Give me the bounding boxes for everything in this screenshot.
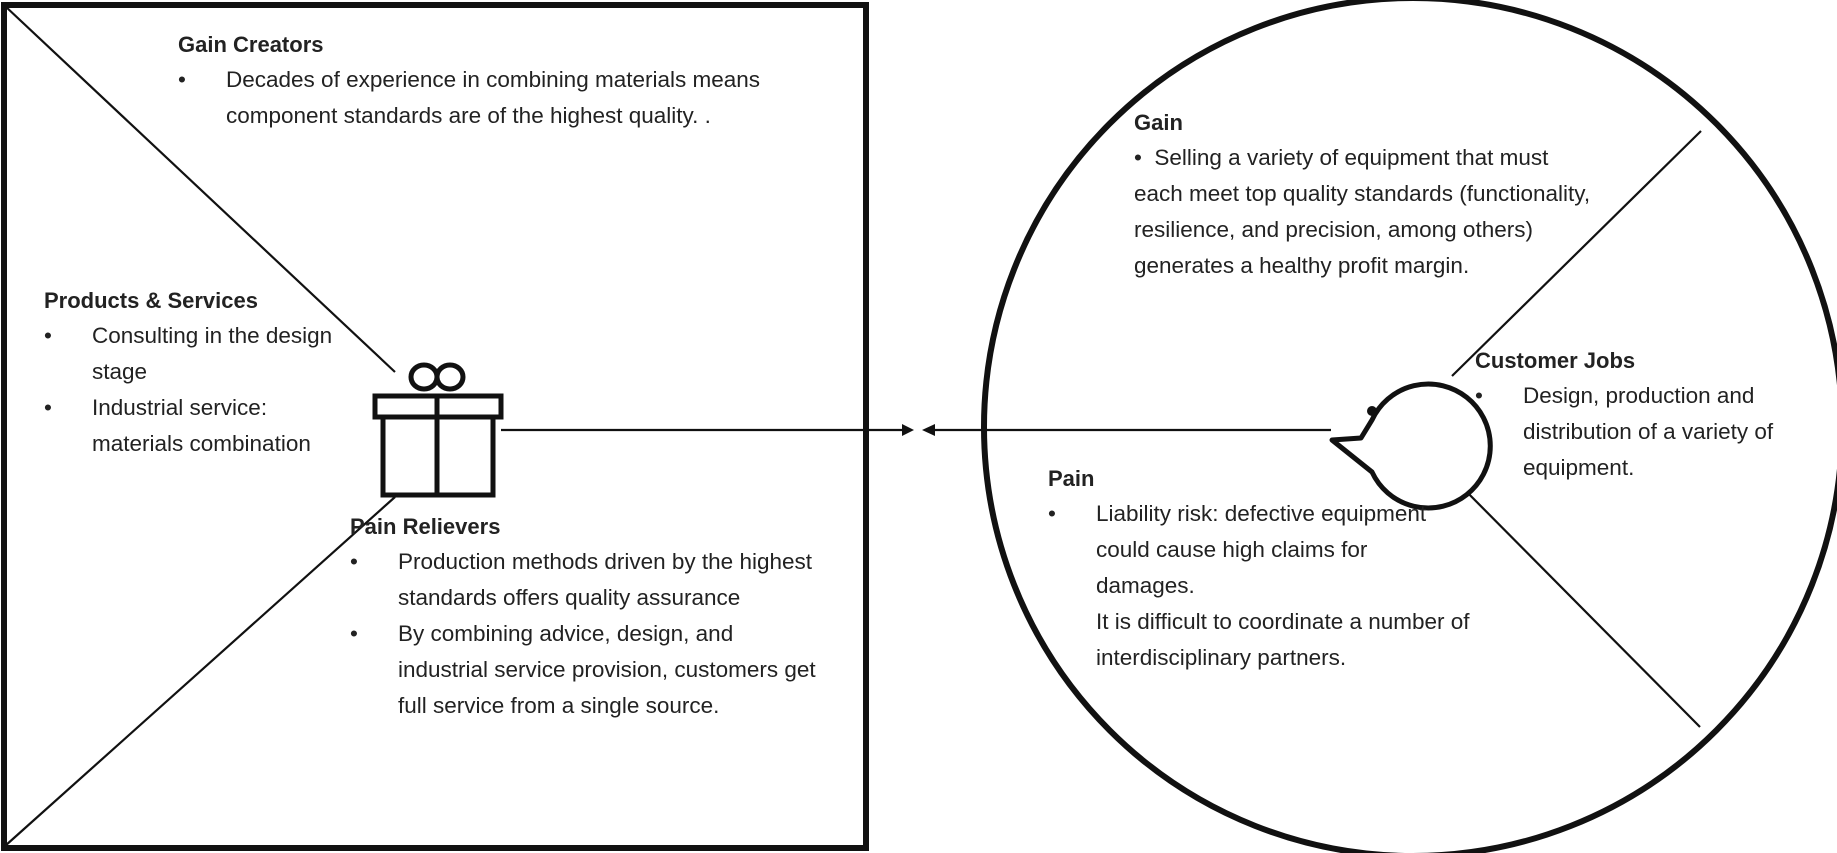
pain-relievers-title: Pain Relievers [350,514,501,539]
customer-jobs-section: Customer Jobs Design, production and dis… [1475,344,1815,486]
gift-icon [372,362,504,498]
gain-section: Gain Selling a variety of equipment that… [1134,106,1594,284]
customer-profile-circle [981,0,1837,853]
customer-jobs-list: Design, production and distribution of a… [1475,378,1815,486]
pain-list: Liability risk: defective equipment coul… [1048,496,1568,604]
value-map-frame [1,2,869,851]
products-services-section: Products & Services Consulting in the de… [44,284,334,462]
list-item: Selling a variety of equipment that must… [1134,140,1594,284]
pain-relievers-section: Pain Relievers Production methods driven… [350,510,820,724]
gain-creators-list: Decades of experience in combining mater… [178,62,838,134]
value-map-divider-bottom [4,496,396,847]
list-item: Decades of experience in combining mater… [178,62,838,134]
gain-creators-title: Gain Creators [178,32,324,57]
list-item: By combining advice, design, and industr… [350,616,820,724]
list-item: Production methods driven by the highest… [350,544,820,616]
pain-relievers-list: Production methods driven by the highest… [350,544,820,724]
products-services-list: Consulting in the design stage Industria… [44,318,334,462]
pain-title: Pain [1048,466,1095,491]
list-item: Liability risk: defective equipment coul… [1048,496,1568,604]
list-item: Industrial service: materials combinatio… [44,390,334,462]
customer-jobs-title: Customer Jobs [1475,348,1636,373]
gain-list: Selling a variety of equipment that must… [1134,140,1594,284]
list-item: Consulting in the design stage [44,318,334,390]
gain-title: Gain [1134,110,1183,135]
pain-extra-text: It is difficult to coordinate a number o… [1096,609,1470,670]
value-map-divider-top [4,5,396,373]
arrow-left-icon [922,424,1331,436]
pain-section: Pain Liability risk: defective equipment… [1048,462,1568,676]
list-item: Design, production and distribution of a… [1475,378,1815,486]
arrow-right-icon [501,424,914,436]
gain-item-text: Selling a variety of equipment that must… [1134,145,1591,278]
gain-creators-section: Gain Creators Decades of experience in c… [178,28,838,134]
products-services-title: Products & Services [44,288,258,313]
